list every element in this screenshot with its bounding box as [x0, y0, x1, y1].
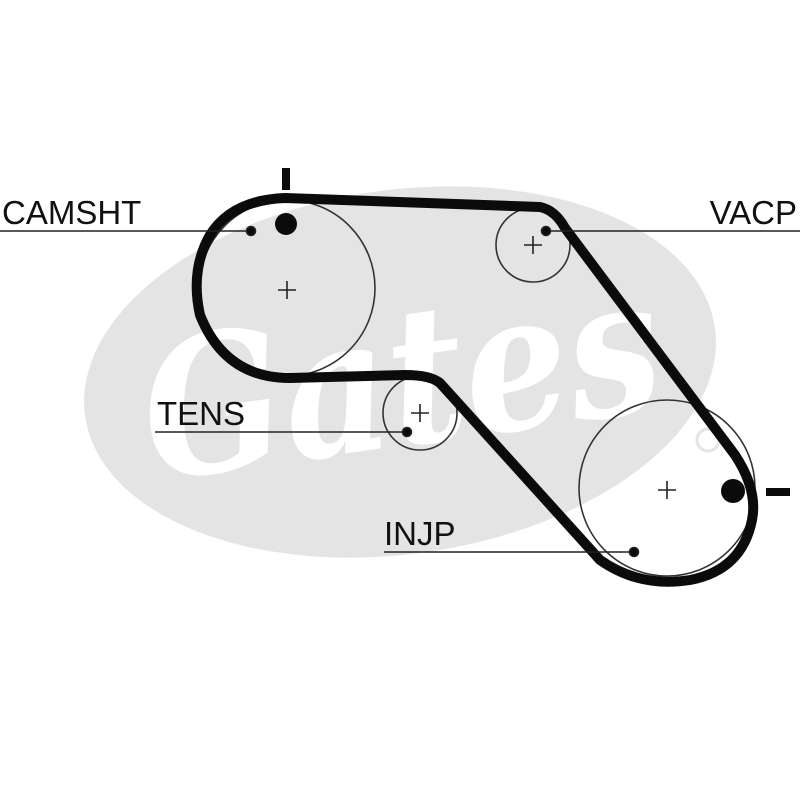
vacuum-pump-leader — [540, 225, 800, 237]
vacuum-pump-center-mark — [524, 236, 542, 254]
camshaft-center-mark — [278, 281, 296, 299]
injection-pump-center-mark — [658, 481, 676, 499]
injection-pump-timing-dot — [721, 479, 745, 503]
vacuum-pump-label: VACP — [710, 194, 797, 231]
injection-pump-label: INJP — [384, 515, 456, 552]
injection-pump-leader — [384, 546, 640, 558]
camshaft-label: CAMSHT — [2, 194, 141, 231]
timing-belt — [191, 193, 759, 587]
injection-pump-timing-mark — [766, 488, 790, 496]
tensioner-leader — [155, 426, 413, 438]
tensioner-label: TENS — [157, 395, 245, 432]
camshaft-timing-mark — [282, 168, 290, 190]
camshaft-timing-dot — [275, 213, 297, 235]
tensioner-center-mark — [411, 404, 429, 422]
camshaft-leader — [0, 225, 257, 237]
